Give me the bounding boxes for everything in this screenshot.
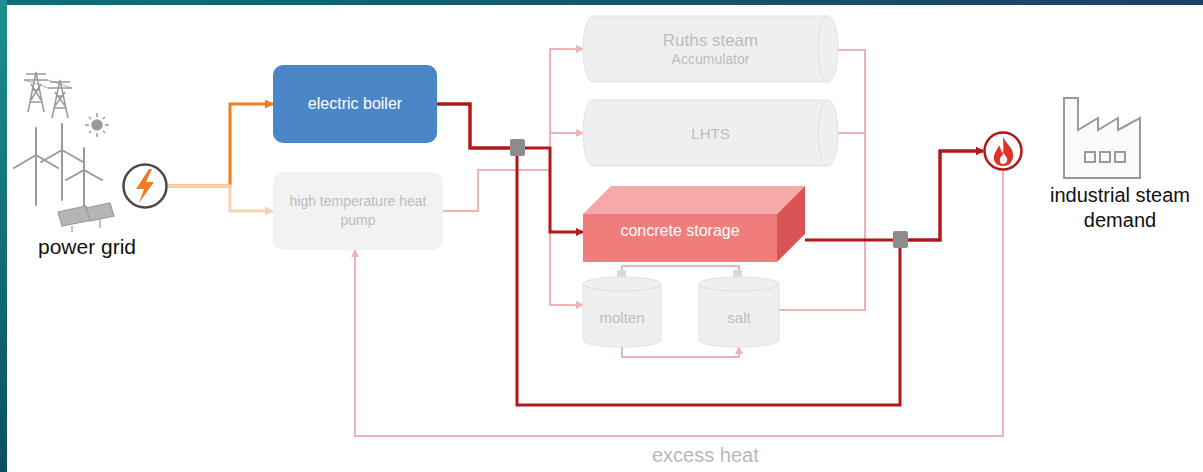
power-source-circle: power grid xyxy=(122,163,168,209)
node-label: Accumulator xyxy=(672,51,750,67)
power-source-circle-outline xyxy=(122,163,168,209)
heat-demand-circle-outline xyxy=(983,131,1023,171)
flow-connector xyxy=(838,50,983,240)
node-label: molten xyxy=(599,309,644,326)
concrete-storage-block: concrete storage xyxy=(583,186,805,262)
storage-cylinder: LHTS xyxy=(583,100,838,166)
node-label: Ruths steam xyxy=(663,31,758,51)
flow-connector xyxy=(443,49,583,211)
flow-connector xyxy=(838,133,983,240)
splitter xyxy=(510,139,525,156)
process-box-outline xyxy=(273,172,443,250)
factory-icon xyxy=(1064,98,1140,178)
flow-connector xyxy=(355,171,1003,436)
heat-demand-circle: industrial steam demand xyxy=(983,131,1023,171)
flow-connector xyxy=(779,151,983,310)
node-label: electric boiler xyxy=(308,95,402,113)
salt-tank: salt xyxy=(699,277,779,347)
flow-connector xyxy=(437,104,583,232)
flow-connector xyxy=(168,104,273,186)
pylon-icons xyxy=(24,72,72,118)
salt-tank: molten xyxy=(583,277,661,347)
process-box: electric boiler xyxy=(273,65,437,143)
merger xyxy=(893,231,908,248)
flow-connector xyxy=(437,49,583,148)
flow-connector xyxy=(622,347,739,357)
node-heading: industrial steam demand xyxy=(1035,183,1203,233)
node-label: concrete storage xyxy=(620,222,739,240)
storage-cylinder: Ruths steamAccumulator xyxy=(583,16,838,82)
node-label: high temperature heat pump xyxy=(283,192,433,230)
node-label: LHTS xyxy=(691,125,729,142)
node-label: salt xyxy=(727,309,750,326)
process-box: high temperature heat pump xyxy=(273,172,443,250)
flow-connector xyxy=(437,104,583,305)
node-heading: power grid xyxy=(2,235,172,259)
solar-panel-icons xyxy=(58,203,114,232)
port xyxy=(617,270,626,277)
flow-connector xyxy=(168,186,273,211)
flow-connector xyxy=(622,266,739,277)
edge-label: excess heat xyxy=(648,444,763,467)
port xyxy=(733,270,742,277)
sun-icon xyxy=(85,113,109,137)
wind-turbine-icons xyxy=(14,124,102,212)
